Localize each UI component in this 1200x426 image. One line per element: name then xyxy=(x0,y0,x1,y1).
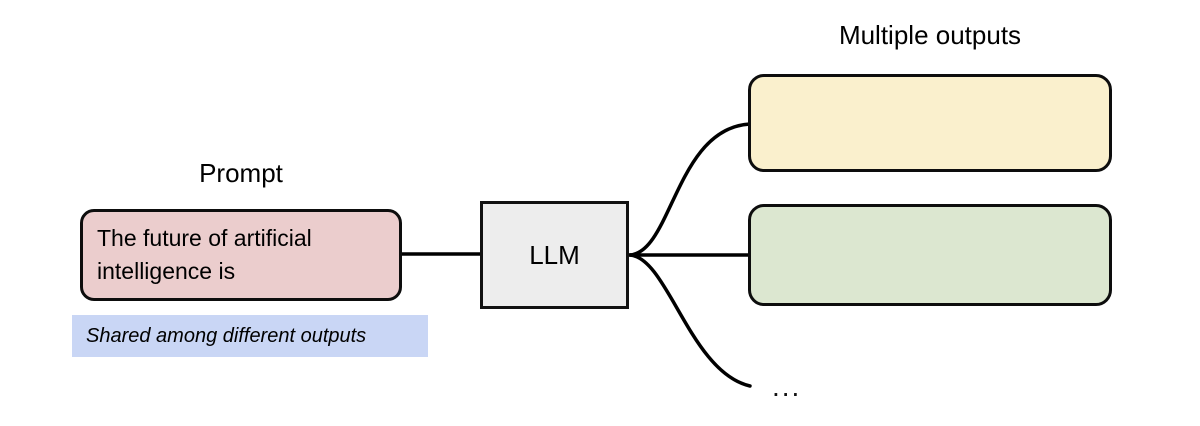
prompt-section-label: Prompt xyxy=(199,158,283,188)
output-box-2[interactable] xyxy=(748,204,1112,306)
prompt-box[interactable]: The future of artificial intelligence is xyxy=(80,209,402,301)
prompt-text: The future of artificial intelligence is xyxy=(97,225,312,284)
shared-note-text: Shared among different outputs xyxy=(86,325,367,347)
outputs-section-label: Multiple outputs xyxy=(838,20,1022,50)
edge-llm-to-more-outputs xyxy=(628,253,752,388)
more-outputs-ellipsis: ... xyxy=(772,371,802,402)
shared-among-outputs-note: Shared among different outputs xyxy=(72,315,428,357)
edge-llm-to-output-1 xyxy=(628,122,752,257)
output-box-1[interactable] xyxy=(748,74,1112,172)
llm-label: LLM xyxy=(529,240,580,270)
llm-box[interactable]: LLM xyxy=(480,201,629,309)
